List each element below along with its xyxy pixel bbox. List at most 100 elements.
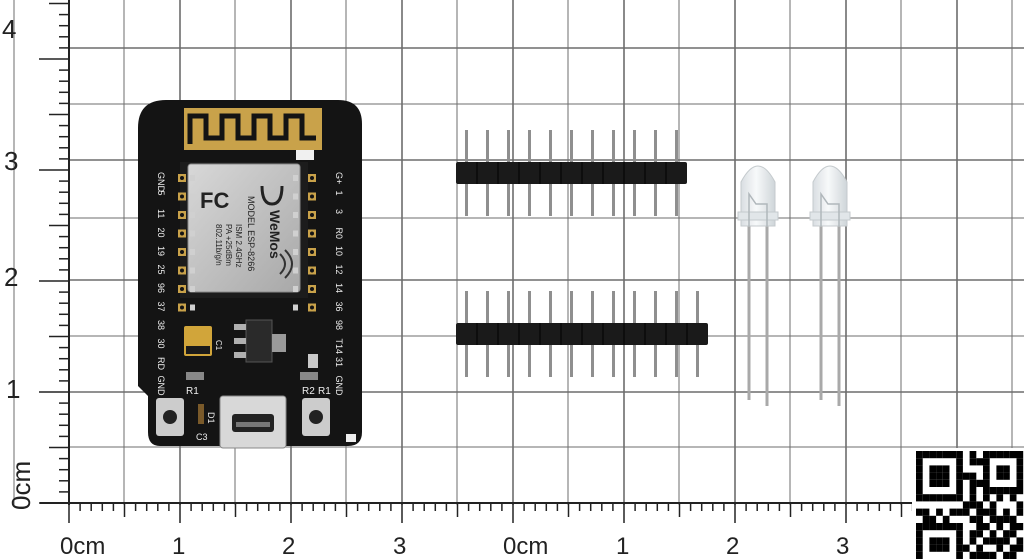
qr-module [916, 551, 923, 559]
qr-module [922, 508, 930, 516]
qr-module [983, 458, 990, 466]
qr-module [1003, 487, 1010, 495]
qr-module [1016, 537, 1024, 545]
d1-label: D1 [206, 412, 216, 424]
qr-module [956, 544, 963, 552]
qr-module [936, 544, 943, 552]
qr-code-icon [912, 448, 1024, 559]
qr-module [942, 537, 950, 545]
ruler-bottom-3-left: 3 [393, 533, 406, 559]
ruler-ticks [39, 0, 1024, 523]
through-hole-leds [737, 165, 851, 406]
qr-module [916, 451, 923, 459]
qr-module [1009, 551, 1017, 559]
qr-module [956, 458, 963, 466]
qr-module [983, 523, 990, 531]
qr-module [916, 465, 923, 473]
qr-module [916, 523, 923, 531]
left-pin-label: RD [156, 357, 166, 370]
chip-spec-line-2: PA +25dBm [224, 224, 233, 266]
right-pin-pads [308, 174, 316, 312]
qr-module [1016, 544, 1024, 552]
micro-usb-tongue [236, 422, 270, 427]
right-pin-label: 31 [334, 357, 344, 367]
qr-module [1009, 494, 1017, 502]
wifi-symbol-icon [279, 249, 293, 279]
regulator-pins [234, 324, 246, 358]
power-led [296, 150, 314, 160]
qr-module [936, 494, 943, 502]
qr-module [1009, 530, 1017, 538]
right-pin-label: 36 [334, 302, 344, 312]
qr-module [956, 465, 963, 473]
qr-module [936, 479, 943, 487]
qr-module [1003, 465, 1010, 473]
qr-module [916, 487, 923, 495]
qr-module [969, 537, 977, 545]
qr-module [969, 501, 977, 509]
pin-hole [180, 231, 184, 236]
castellation [293, 267, 298, 274]
qr-module [942, 472, 950, 480]
c1-label: C1 [214, 340, 223, 351]
qr-module [1003, 515, 1010, 523]
castellation [190, 230, 195, 237]
pin-hole [310, 213, 314, 217]
qr-module [1009, 544, 1017, 552]
qr-module [922, 515, 930, 523]
castellation [190, 212, 195, 218]
pin-hole [310, 176, 314, 180]
qr-module [936, 472, 943, 480]
qr-module [976, 501, 983, 509]
qr-module [996, 544, 1004, 552]
ruler-left-labels: 4 3 2 1 0cm [2, 14, 36, 510]
ruler-label-0cm-vertical: 0cm [6, 461, 36, 510]
qr-module [936, 523, 943, 531]
qr-module [976, 479, 983, 487]
qr-module [1016, 472, 1024, 480]
header-body [456, 162, 687, 184]
r2-label: R2 [302, 386, 315, 397]
qr-module [976, 508, 983, 516]
qr-module [949, 523, 957, 531]
left-pin-label: 96 [156, 283, 166, 293]
qr-module [969, 515, 977, 523]
qr-module [949, 494, 957, 502]
qr-module [962, 472, 970, 480]
pin-hole [180, 176, 184, 180]
castellation [190, 175, 195, 181]
qr-module [922, 494, 930, 502]
castellation [190, 193, 195, 200]
qr-module [916, 479, 923, 487]
ruler-label-1: 1 [6, 374, 20, 404]
qr-module [1003, 472, 1010, 480]
right-pin-label: T14 [334, 339, 344, 355]
qr-module [916, 537, 923, 545]
qr-module [916, 458, 923, 466]
qr-module [942, 451, 950, 459]
left-pin-label: 37 [156, 302, 166, 312]
qr-module [956, 508, 963, 516]
qr-module [983, 472, 990, 480]
qr-module [1016, 451, 1024, 459]
qr-module [989, 515, 997, 523]
qr-module [929, 494, 937, 502]
qr-module [936, 451, 943, 459]
right-pin-label: 1 [334, 191, 344, 196]
castellation [293, 212, 298, 218]
qr-module [976, 544, 983, 552]
chip-brand: WeMos [267, 210, 283, 259]
qr-module [956, 479, 963, 487]
pin-hole [310, 268, 314, 273]
qr-module [996, 451, 1004, 459]
qr-module [929, 479, 937, 487]
qr-module [996, 523, 1004, 531]
castellation [190, 249, 195, 255]
qr-module [942, 523, 950, 531]
qr-module [983, 537, 990, 545]
qr-module [922, 523, 930, 531]
qr-module [996, 494, 1004, 502]
right-pin-label: 98 [334, 320, 344, 330]
